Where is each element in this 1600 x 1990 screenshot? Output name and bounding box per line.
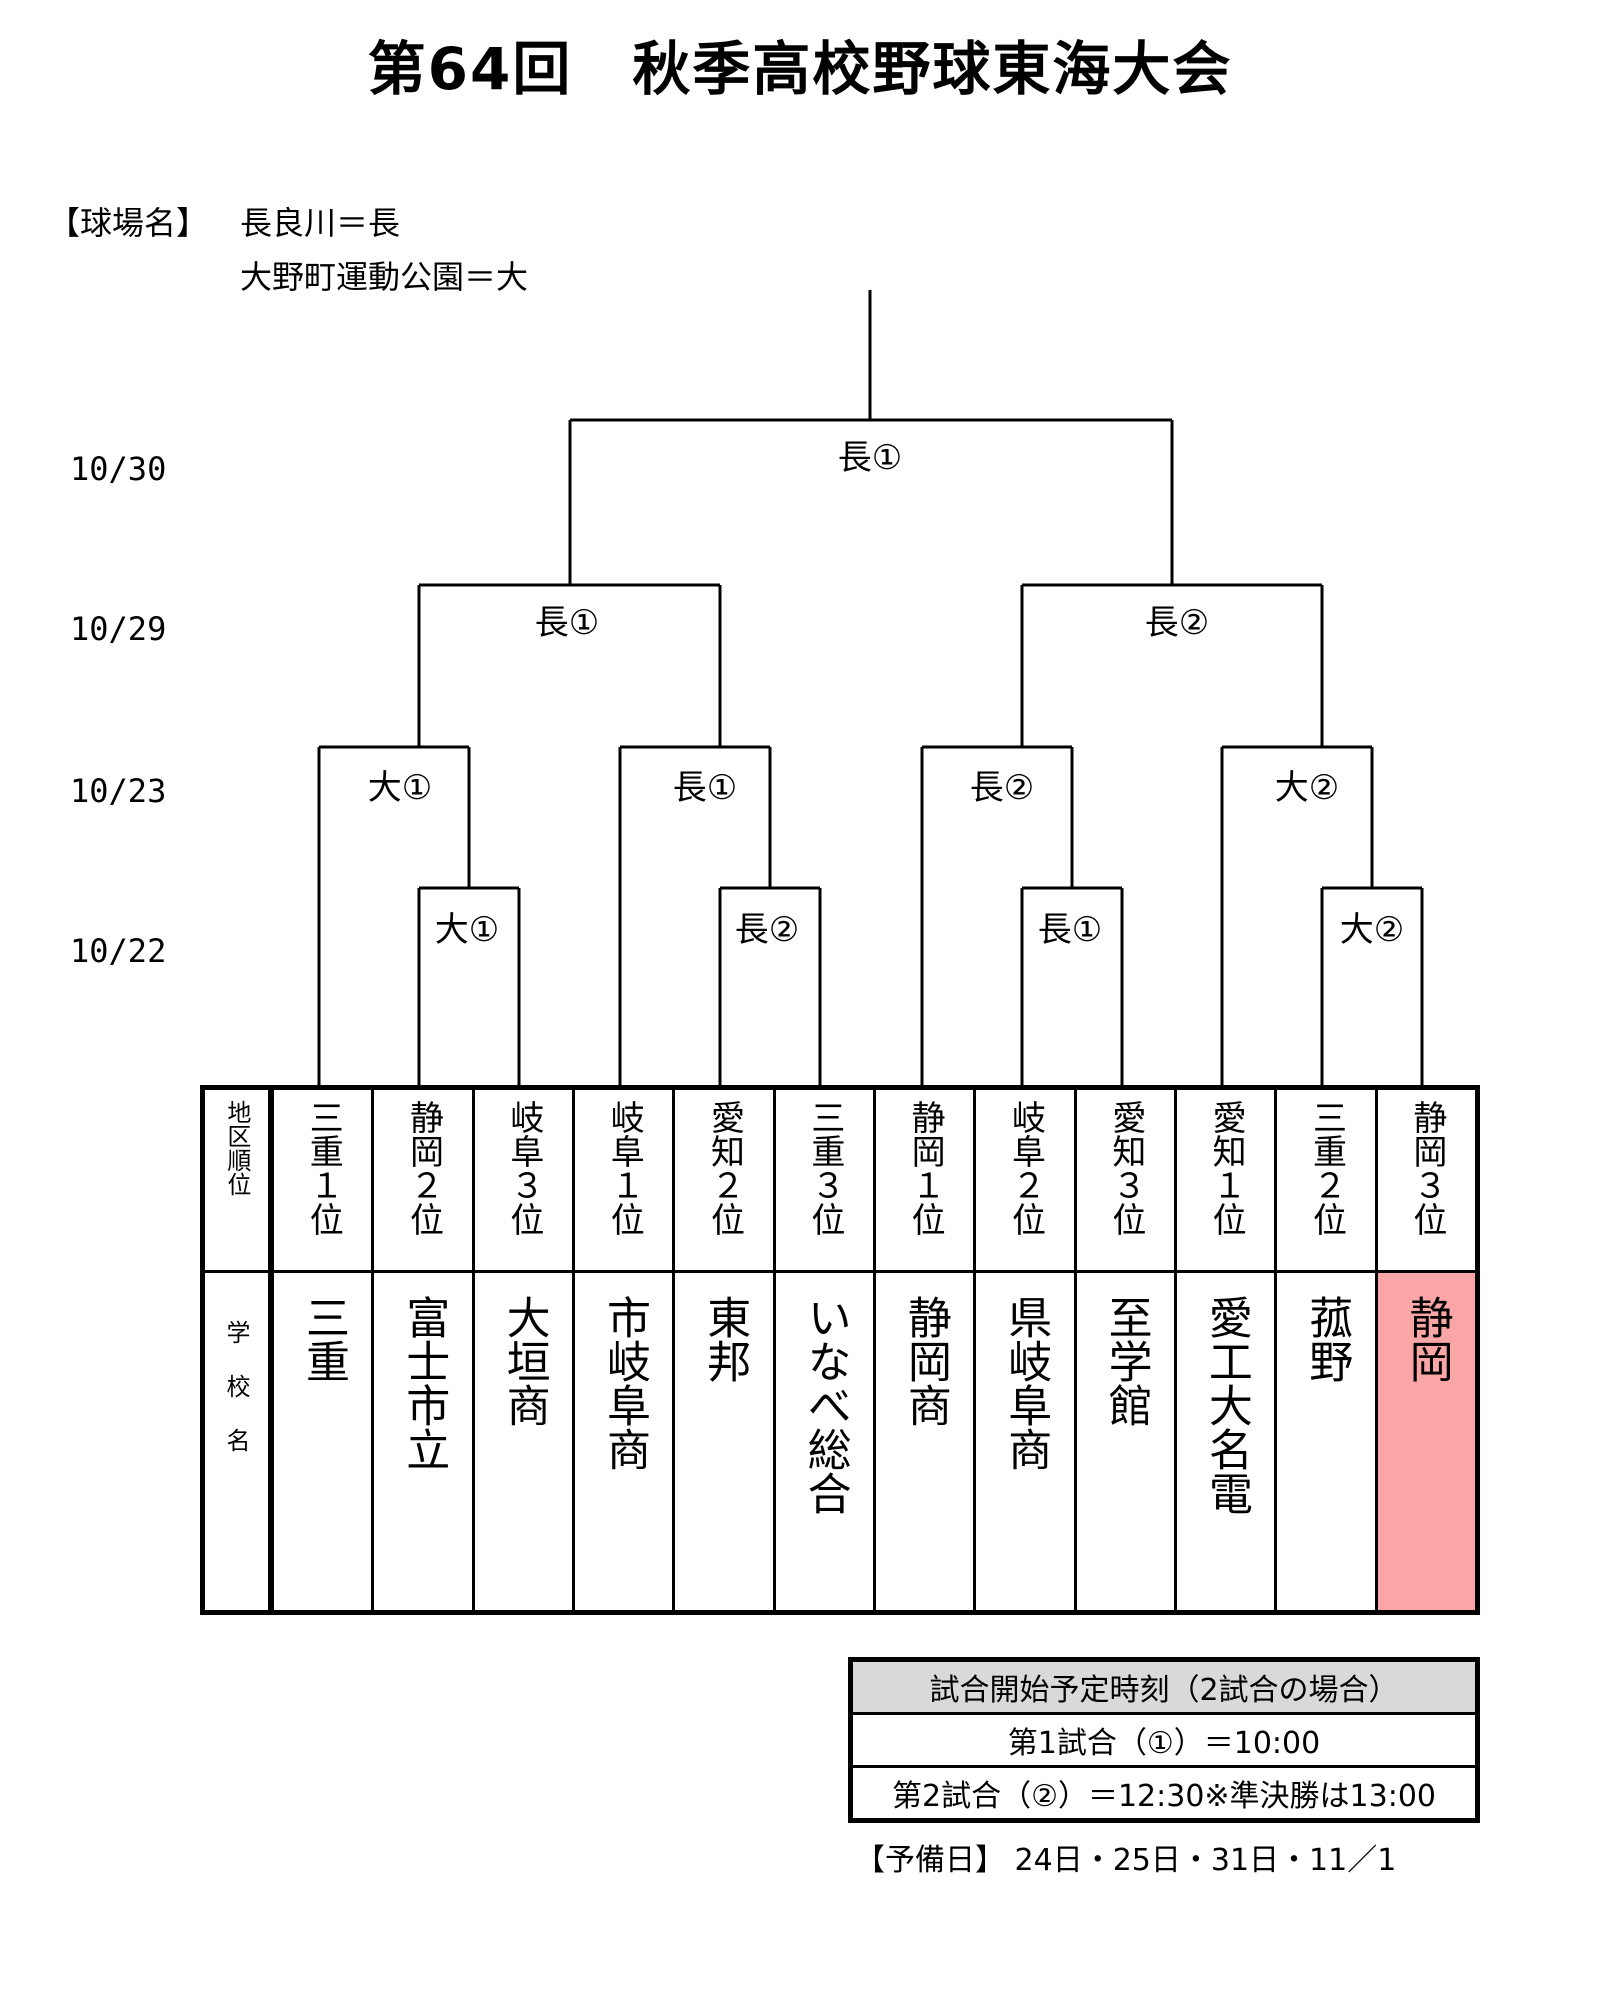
team-region-rank: 三重２位 bbox=[1306, 1100, 1347, 1236]
team-school-name: 大垣商 bbox=[498, 1295, 550, 1427]
team-school-name: 菰野 bbox=[1301, 1295, 1353, 1383]
date-semifinal: 10/29 bbox=[70, 610, 167, 648]
team-school-name: 東邦 bbox=[699, 1295, 751, 1383]
header-region-rank: 地区順位 bbox=[222, 1100, 251, 1196]
team-school-name: 市岐阜商 bbox=[598, 1295, 650, 1471]
team-region-rank: 愛知２位 bbox=[704, 1100, 745, 1236]
team-region-rank: 三重３位 bbox=[804, 1100, 845, 1236]
match-label-r1-3: 長① bbox=[1037, 910, 1103, 950]
team-region-rank: 愛知１位 bbox=[1206, 1100, 1247, 1236]
team-school-name: いなべ総合 bbox=[799, 1295, 851, 1515]
date-first-round: 10/22 bbox=[70, 932, 167, 970]
team-column: 愛知２位東邦 bbox=[672, 1090, 773, 1610]
team-column: 愛知３位至学館 bbox=[1073, 1090, 1174, 1610]
date-quarterfinal: 10/23 bbox=[70, 772, 167, 810]
team-school-name: 三重 bbox=[297, 1295, 349, 1383]
team-column: 静岡２位富士市立 bbox=[371, 1090, 472, 1610]
start-times-game1: 第1試合（①）＝10:00 bbox=[853, 1712, 1475, 1765]
team-school-name: 富士市立 bbox=[398, 1295, 450, 1471]
team-column: 三重１位三重 bbox=[271, 1090, 372, 1610]
team-school-name: 静岡商 bbox=[899, 1295, 951, 1427]
match-label-qf-1: 大① bbox=[367, 768, 433, 808]
match-label-qf-3: 長② bbox=[969, 768, 1035, 808]
team-region-rank: 岐阜２位 bbox=[1005, 1100, 1046, 1236]
match-label-semi-2: 長② bbox=[1144, 603, 1210, 643]
start-times-box: 試合開始予定時刻（2試合の場合） 第1試合（①）＝10:00 第2試合（②）＝1… bbox=[848, 1657, 1480, 1823]
start-times-header: 試合開始予定時刻（2試合の場合） bbox=[853, 1662, 1475, 1712]
match-label-r1-4: 大② bbox=[1339, 910, 1405, 950]
venue-ono: 大野町運動公園＝大 bbox=[240, 258, 529, 296]
team-column: 岐阜３位大垣商 bbox=[471, 1090, 572, 1610]
team-column: 三重２位菰野 bbox=[1274, 1090, 1375, 1610]
header-school-name: 学校名 bbox=[222, 1320, 250, 1482]
team-column: 岐阜２位県岐阜商 bbox=[973, 1090, 1074, 1610]
date-final: 10/30 bbox=[70, 450, 167, 488]
match-label-final: 長① bbox=[837, 438, 903, 478]
team-table: 地区順位 学校名 三重１位三重静岡２位富士市立岐阜３位大垣商岐阜１位市岐阜商愛知… bbox=[200, 1085, 1480, 1615]
team-column: 静岡１位静岡商 bbox=[872, 1090, 974, 1610]
team-column: 岐阜１位市岐阜商 bbox=[571, 1090, 673, 1610]
reserve-days: 【予備日】 24日・25日・31日・11／1 bbox=[855, 1843, 1397, 1878]
team-school-name: 愛工大名電 bbox=[1200, 1295, 1252, 1515]
team-region-rank: 静岡２位 bbox=[403, 1100, 444, 1236]
team-column: 静岡３位静岡 bbox=[1374, 1090, 1475, 1610]
table-header-column: 地区順位 学校名 bbox=[205, 1090, 271, 1610]
team-school-name: 至学館 bbox=[1100, 1295, 1152, 1427]
team-region-rank: 岐阜１位 bbox=[604, 1100, 645, 1236]
venue-nagaragawa: 長良川＝長 bbox=[240, 204, 401, 242]
team-region-rank: 愛知３位 bbox=[1105, 1100, 1146, 1236]
team-region-rank: 静岡３位 bbox=[1406, 1100, 1447, 1236]
tournament-bracket bbox=[317, 290, 1424, 1085]
match-label-qf-4: 大② bbox=[1274, 768, 1340, 808]
match-label-semi-1: 長① bbox=[534, 603, 600, 643]
team-column: 愛知１位愛工大名電 bbox=[1173, 1090, 1275, 1610]
page-title: 第64回 秋季高校野球東海大会 bbox=[367, 35, 1233, 103]
match-label-r1-2: 長② bbox=[734, 910, 800, 950]
match-label-r1-1: 大① bbox=[434, 910, 500, 950]
team-school-name: 静岡 bbox=[1401, 1295, 1453, 1383]
team-column: 三重３位いなべ総合 bbox=[772, 1090, 873, 1610]
team-school-name: 県岐阜商 bbox=[1000, 1295, 1052, 1471]
team-region-rank: 静岡１位 bbox=[905, 1100, 946, 1236]
team-region-rank: 三重１位 bbox=[303, 1100, 344, 1236]
team-region-rank: 岐阜３位 bbox=[503, 1100, 544, 1236]
start-times-game2: 第2試合（②）＝12:30※準決勝は13:00 bbox=[853, 1765, 1475, 1818]
venue-label: 【球場名】 bbox=[48, 204, 209, 242]
match-label-qf-2: 長① bbox=[672, 768, 738, 808]
